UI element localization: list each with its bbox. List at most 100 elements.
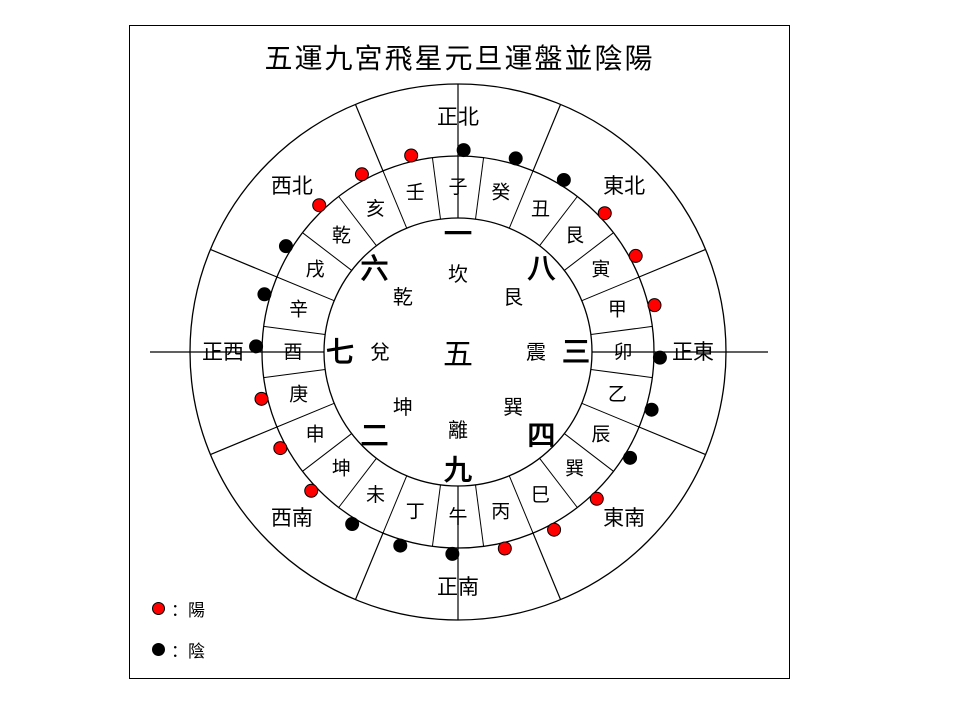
direction-label: 東南 bbox=[603, 506, 645, 530]
mountain-divider bbox=[302, 232, 352, 271]
center-star: 五 bbox=[443, 338, 473, 373]
palace-trigram: 艮 bbox=[503, 285, 523, 309]
mountain-label: 丁 bbox=[406, 500, 425, 522]
mountain-divider bbox=[564, 232, 614, 271]
mountain-divider bbox=[590, 368, 653, 379]
mountain-divider bbox=[263, 325, 326, 336]
palace-star: 八 bbox=[527, 252, 556, 285]
sector-divider bbox=[354, 532, 384, 600]
sector-divider bbox=[638, 426, 706, 456]
direction-label: 正西 bbox=[202, 340, 244, 364]
polarity-dot bbox=[597, 206, 612, 221]
sector-divider bbox=[210, 426, 278, 456]
mountain-label: 庚 bbox=[289, 384, 308, 406]
mountain-label: 癸 bbox=[491, 182, 510, 204]
mountain-label: 艮 bbox=[565, 224, 584, 246]
direction-label: 正東 bbox=[672, 340, 714, 364]
mountain-label: 寅 bbox=[591, 259, 610, 281]
polarity-dot bbox=[456, 143, 471, 158]
polarity-dot bbox=[497, 541, 512, 556]
palace-star: 一 bbox=[444, 218, 472, 251]
direction-label: 正南 bbox=[437, 575, 479, 599]
yang-dot-icon bbox=[152, 601, 165, 615]
palace-trigram: 離 bbox=[448, 418, 468, 442]
diagram-frame bbox=[129, 25, 790, 679]
legend-yin: ：陰 bbox=[152, 639, 205, 662]
mountain-label: 乙 bbox=[608, 384, 627, 406]
mountain-label: 未 bbox=[366, 484, 385, 506]
mountain-divider bbox=[508, 170, 534, 229]
polarity-dot bbox=[652, 350, 667, 365]
mountain-divider bbox=[276, 402, 335, 428]
mountain-divider bbox=[263, 368, 326, 379]
mountain-label: 亥 bbox=[366, 198, 385, 220]
mountain-divider bbox=[382, 475, 408, 534]
polarity-dot bbox=[354, 167, 369, 182]
polarity-dot bbox=[404, 148, 419, 163]
diagram-title: 五運九宮飛星元旦運盤並陰陽 bbox=[264, 42, 655, 75]
mountain-divider bbox=[382, 170, 408, 229]
mountain-divider bbox=[431, 157, 442, 220]
mountain-label: 申 bbox=[306, 424, 325, 446]
polarity-dot bbox=[445, 546, 460, 561]
mountain-label: 巽 bbox=[565, 458, 584, 480]
mountain-label: 壬 bbox=[406, 182, 425, 204]
mountain-label: 丑 bbox=[531, 198, 550, 220]
mountain-divider bbox=[539, 458, 578, 508]
mountain-divider bbox=[564, 433, 614, 472]
polarity-dot bbox=[312, 198, 327, 213]
sector-divider bbox=[354, 104, 384, 172]
direction-label: 正北 bbox=[437, 105, 479, 129]
mountain-label: 坤 bbox=[332, 458, 351, 480]
polarity-dot bbox=[254, 391, 269, 406]
sector-divider bbox=[532, 104, 562, 172]
polarity-dot bbox=[508, 151, 523, 166]
palace-star: 二 bbox=[361, 419, 389, 452]
mountain-label: 卯 bbox=[613, 341, 632, 363]
palace-trigram: 震 bbox=[526, 340, 546, 364]
mountain-label: 甲 bbox=[608, 298, 627, 320]
legend-yang-label: ：陽 bbox=[171, 600, 205, 621]
polarity-dot bbox=[273, 441, 288, 456]
mountain-divider bbox=[474, 484, 485, 547]
palace-trigram: 巽 bbox=[503, 395, 523, 419]
direction-label: 東北 bbox=[603, 174, 645, 198]
mountain-divider bbox=[590, 325, 653, 336]
direction-label: 西北 bbox=[271, 174, 313, 198]
palace-star: 六 bbox=[361, 252, 389, 285]
mountain-divider bbox=[431, 484, 442, 547]
palace-trigram: 坎 bbox=[448, 262, 468, 286]
polarity-dot bbox=[644, 402, 659, 417]
mountain-divider bbox=[508, 475, 534, 534]
sector-divider bbox=[638, 248, 706, 278]
polarity-dot bbox=[249, 339, 264, 354]
polarity-dot bbox=[278, 239, 293, 254]
palace-trigram: 兌 bbox=[370, 340, 390, 364]
mountain-label: 巳 bbox=[531, 484, 550, 506]
mountain-label: 戌 bbox=[306, 259, 325, 281]
direction-label: 西南 bbox=[271, 506, 313, 530]
mountain-divider bbox=[276, 276, 335, 302]
mountain-label: 子 bbox=[448, 176, 467, 198]
palace-star: 九 bbox=[444, 454, 472, 487]
mountain-label: 丙 bbox=[491, 500, 510, 522]
polarity-dot bbox=[623, 450, 638, 465]
mountain-divider bbox=[338, 196, 377, 246]
mountain-divider bbox=[338, 458, 377, 508]
polarity-dot bbox=[547, 522, 562, 537]
polarity-dot bbox=[628, 248, 643, 263]
mountain-label: 辰 bbox=[591, 424, 610, 446]
polarity-dot bbox=[393, 538, 408, 553]
mountain-divider bbox=[539, 196, 578, 246]
mountain-divider bbox=[581, 402, 640, 428]
palace-star: 七 bbox=[326, 336, 354, 369]
palace-trigram: 坤 bbox=[393, 395, 413, 419]
palace-star: 三 bbox=[562, 336, 590, 369]
palace-star: 四 bbox=[527, 419, 555, 452]
sector-divider bbox=[210, 248, 278, 278]
polarity-dot bbox=[345, 517, 360, 532]
polarity-dot bbox=[257, 287, 272, 302]
palace-trigram: 乾 bbox=[393, 285, 413, 309]
polarity-dot bbox=[589, 491, 604, 506]
yin-dot-icon bbox=[152, 642, 165, 656]
